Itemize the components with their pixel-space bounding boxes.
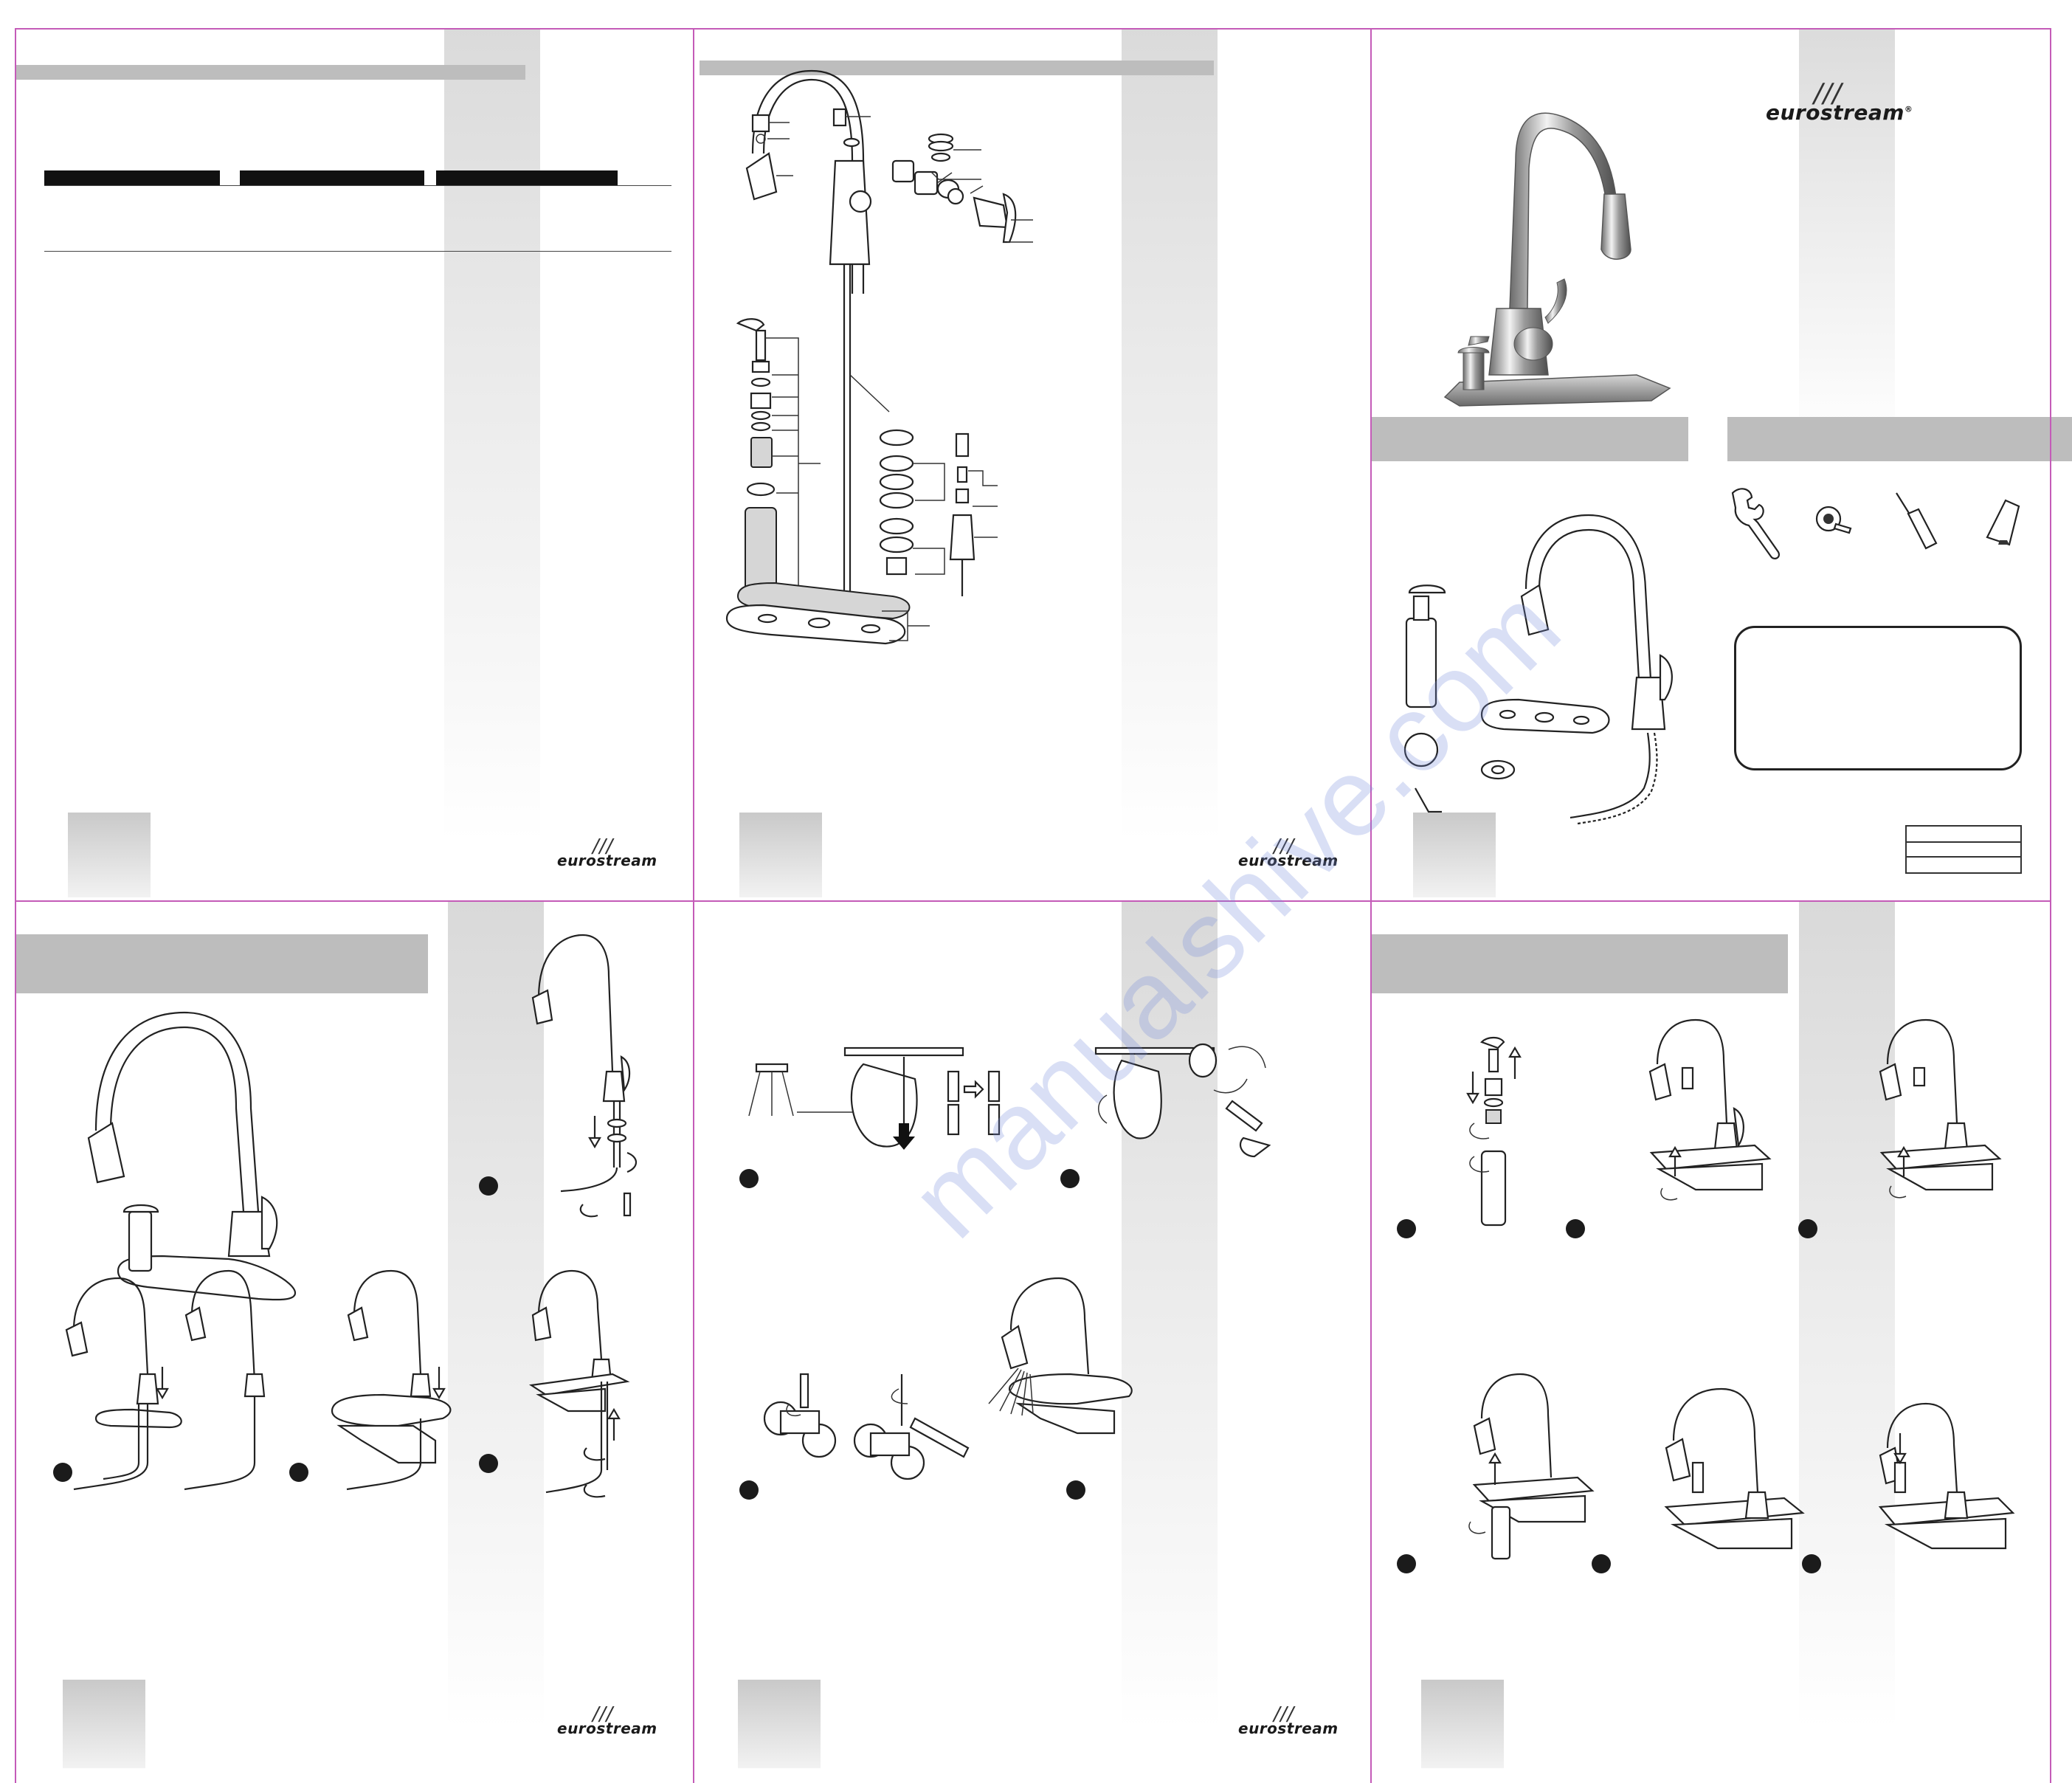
hose-connection-illustration xyxy=(528,934,638,1498)
eurostream-logo: /// eurostream xyxy=(557,1703,657,1737)
step-marker xyxy=(1060,1169,1080,1188)
header-bar xyxy=(15,65,525,80)
step-marker xyxy=(739,1169,759,1188)
step-marker xyxy=(1798,1219,1817,1238)
package-contents-bar xyxy=(1371,417,1688,461)
panel-page-6 xyxy=(1371,902,2072,1783)
panel-page-2: /// eurostream xyxy=(694,28,1371,897)
decorative-strip xyxy=(1122,28,1218,841)
page-number-tab xyxy=(739,813,822,897)
step-marker xyxy=(53,1463,72,1482)
title-underline xyxy=(44,185,671,186)
sealant-tube-icon xyxy=(1986,499,2020,546)
page-number-tab xyxy=(1413,813,1496,897)
fold-line-horizontal xyxy=(15,900,2051,902)
step-marker xyxy=(1566,1219,1585,1238)
step-marker xyxy=(479,1454,498,1473)
eurostream-logo: /// eurostream® xyxy=(1766,78,1913,125)
decorative-strip xyxy=(1122,902,1218,1728)
logo-text: eurostream xyxy=(1238,852,1339,869)
exploded-parts-diagram xyxy=(725,69,1033,645)
adjustable-wrench-icon xyxy=(1731,488,1780,559)
step-marker xyxy=(1802,1554,1821,1573)
step-marker xyxy=(479,1176,498,1196)
logo-text: eurostream xyxy=(557,1720,657,1737)
fold-line-vertical-1 xyxy=(693,28,694,1783)
logo-text: eurostream xyxy=(557,852,657,869)
tools-needed-bar xyxy=(1727,417,2072,461)
decorative-strip xyxy=(448,902,544,1728)
page-number-tab xyxy=(1421,1680,1504,1768)
decorative-strip xyxy=(444,28,540,841)
eurostream-logo: /// eurostream xyxy=(1238,835,1339,869)
panel-page-3-cover: /// eurostream® xyxy=(1371,28,2072,897)
step-marker xyxy=(1397,1554,1416,1573)
title-bar-2 xyxy=(240,170,424,185)
fold-line-vertical-2 xyxy=(1370,28,1372,1783)
page-number-tab xyxy=(63,1680,145,1768)
model-info-table xyxy=(1905,825,2022,874)
section-divider xyxy=(44,251,671,252)
plumbers-tape-icon xyxy=(1815,506,1852,534)
section-header-bar xyxy=(15,934,428,993)
title-bar-3 xyxy=(436,170,618,185)
page-number-tab xyxy=(738,1680,821,1768)
title-bar-1 xyxy=(44,170,220,185)
installation-step-illustrations xyxy=(65,1011,452,1491)
package-contents-illustration xyxy=(1403,514,1673,825)
step-marker xyxy=(1066,1480,1085,1500)
faucet-product-photo xyxy=(1443,112,1671,407)
logo-text: eurostream xyxy=(1238,1720,1339,1737)
decorative-strip xyxy=(1799,902,1895,1728)
logo-text: eurostream xyxy=(1766,100,1904,125)
screwdriver-icon xyxy=(1896,492,1938,550)
step-marker xyxy=(289,1463,308,1482)
eurostream-logo: /// eurostream xyxy=(557,835,657,869)
panel-page-5: /// eurostream xyxy=(694,902,1371,1783)
section-header-bar xyxy=(1371,934,1788,993)
registered-mark: ® xyxy=(1904,104,1913,114)
note-box xyxy=(1734,626,2022,770)
header-bar xyxy=(700,61,1214,75)
eurostream-logo: /// eurostream xyxy=(1238,1703,1339,1737)
panel-page-1: /// eurostream xyxy=(15,28,694,897)
page-number-tab xyxy=(68,813,151,897)
panel-page-4: /// eurostream xyxy=(15,902,694,1783)
decorative-strip xyxy=(1799,28,1895,443)
supply-connection-illustrations xyxy=(748,1043,1271,1480)
step-marker xyxy=(1592,1554,1611,1573)
soap-dispenser-steps-illustration xyxy=(1466,1018,2015,1560)
step-marker xyxy=(739,1480,759,1500)
step-marker xyxy=(1397,1219,1416,1238)
tools-illustration xyxy=(1731,488,2020,559)
